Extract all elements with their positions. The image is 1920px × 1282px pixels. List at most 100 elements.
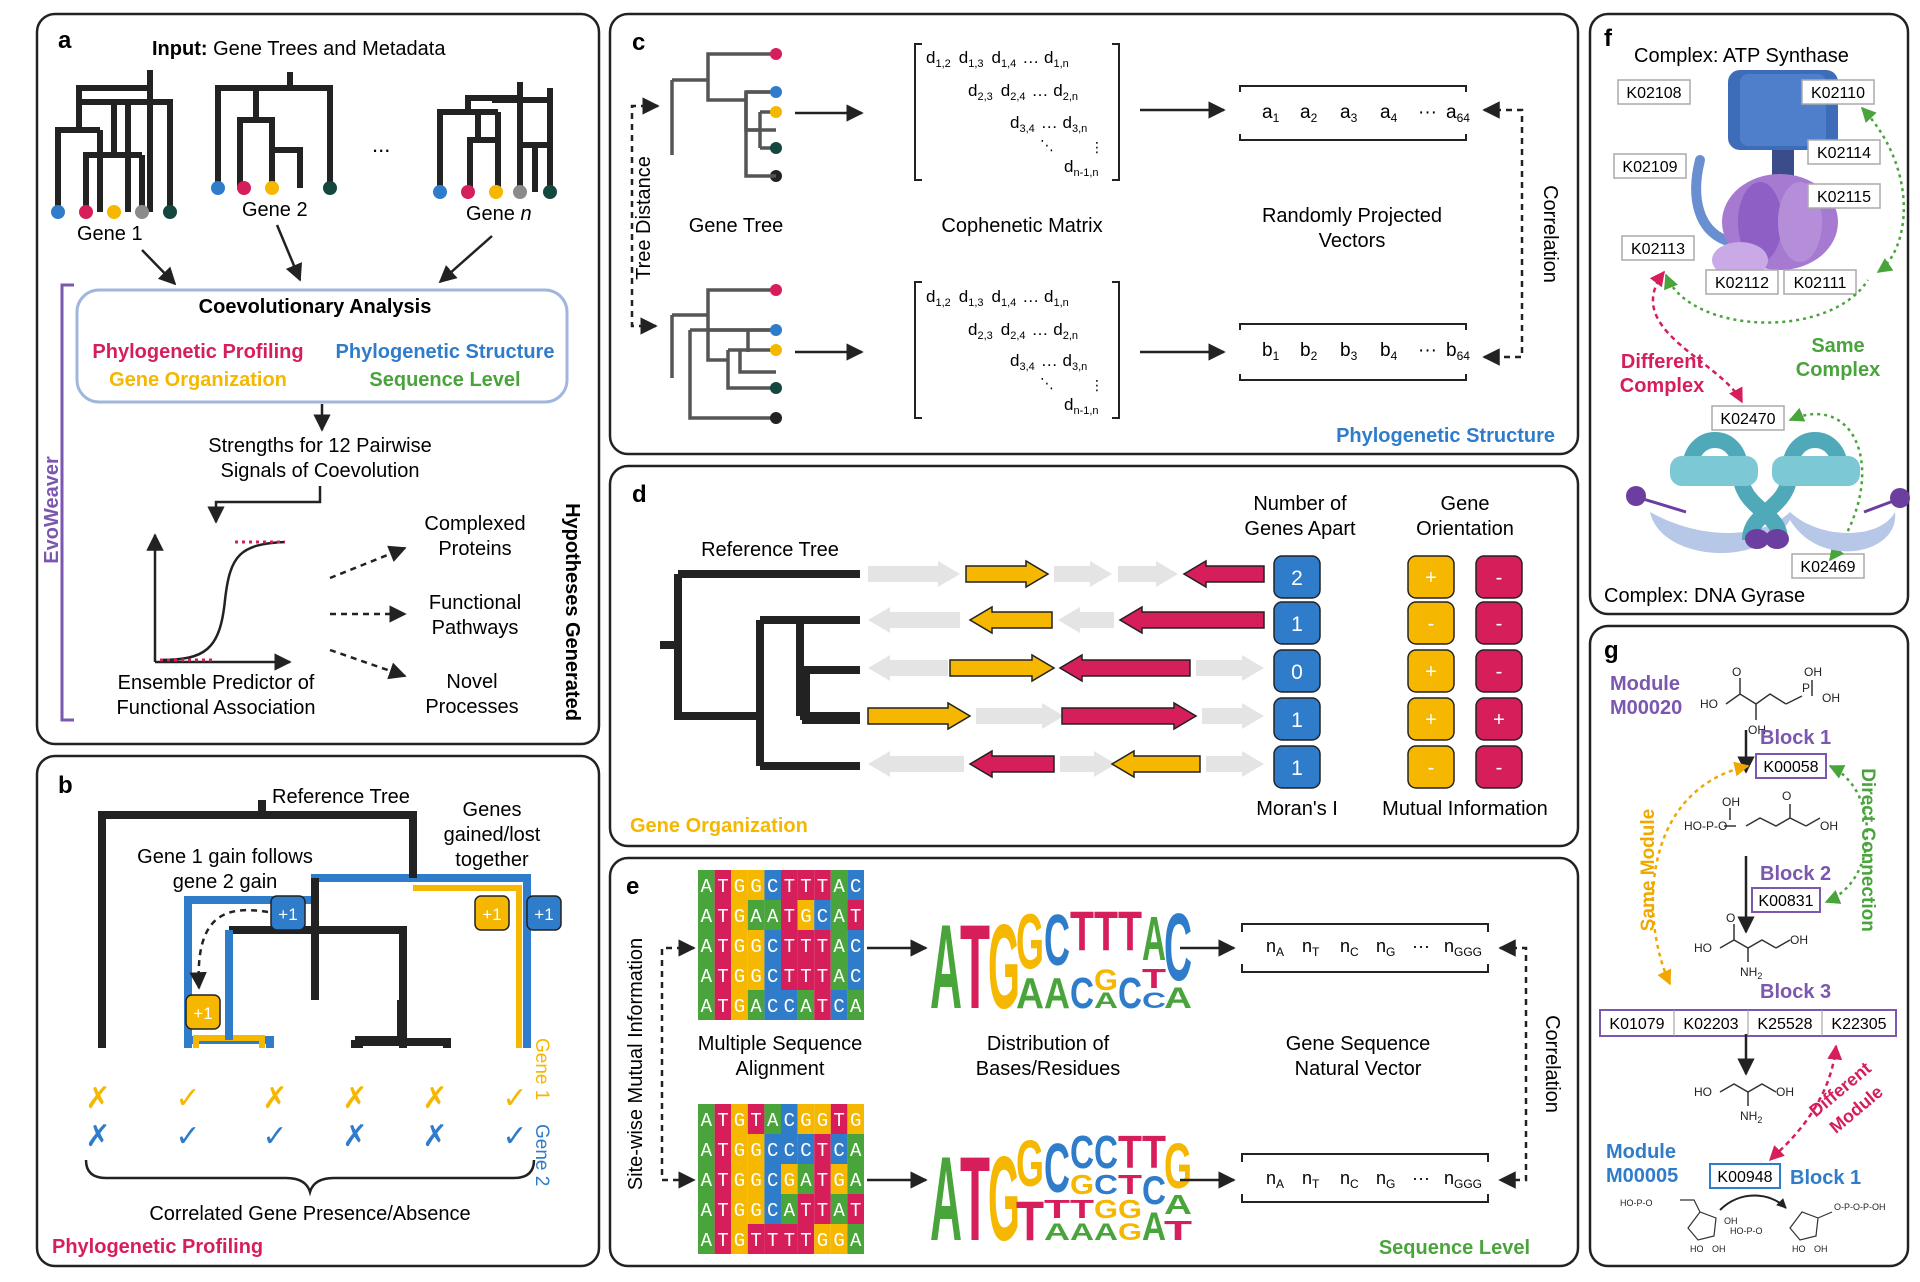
genes-l2: gained/lost	[444, 824, 541, 846]
msa-cell	[714, 1134, 732, 1164]
gene2-mark: ✗	[85, 1120, 110, 1153]
msa-base: A	[850, 1170, 862, 1192]
msa-base: G	[750, 936, 761, 958]
svg-text:A: A	[930, 900, 962, 1034]
orient-yellow-value: -	[1428, 613, 1435, 635]
vector-element: b4	[1380, 340, 1398, 363]
msa-base: G	[734, 1200, 745, 1222]
svg-text:d2,3d2,4… d2,n: d2,3d2,4… d2,n	[968, 81, 1078, 103]
msa-cell	[814, 900, 831, 930]
msa-base: A	[833, 936, 845, 958]
block3-k-label: K25528	[1757, 1016, 1812, 1033]
natural-vector-element: ···	[1412, 936, 1430, 956]
signal-pp: Phylogenetic Profiling	[92, 341, 303, 363]
panel-c-footer: Phylogenetic Structure	[1336, 425, 1555, 447]
ensemble-l1: Ensemble Predictor of	[118, 672, 315, 694]
out3-l1: Novel	[446, 671, 497, 693]
strengths-l1: Strengths for 12 Pairwise	[208, 435, 431, 457]
apart-box	[1273, 745, 1321, 789]
msa-cell	[830, 870, 848, 900]
apart-value: 1	[1291, 757, 1303, 780]
gene1-label: Gene 1	[77, 223, 143, 245]
orient-l2: Orientation	[1416, 518, 1514, 540]
natural-vector-element: nG	[1376, 1168, 1395, 1191]
gene1-vertical: Gene 1	[531, 1038, 552, 1100]
msa-cell	[830, 930, 848, 960]
msa-cell	[764, 1164, 781, 1194]
msa-base: C	[767, 1140, 778, 1162]
svg-text:T: T	[1044, 1194, 1070, 1224]
panel-b-frame	[35, 754, 601, 1268]
msa-cell	[747, 1194, 765, 1224]
msa-base: T	[750, 1230, 761, 1252]
svg-text:G: G	[1118, 1194, 1142, 1224]
msa-base: A	[850, 1140, 862, 1162]
msa-base: T	[833, 1110, 844, 1132]
msa-cell	[797, 990, 815, 1020]
correlated-label: Correlated Gene Presence/Absence	[149, 1203, 470, 1225]
svg-text:HO-P-O: HO-P-O	[1730, 1226, 1763, 1236]
panel-a: a Input: Gene Trees and Metadata Gene 1 …	[35, 12, 601, 746]
k-label-text: K02110	[1811, 85, 1865, 102]
molecule-2: HO-P-O OH O OH	[1684, 789, 1838, 833]
msa-base: C	[800, 1140, 811, 1162]
msa-cell	[731, 1194, 748, 1224]
gene-arrow	[1110, 749, 1201, 779]
msa-base: G	[750, 966, 761, 988]
msa-base: T	[817, 1140, 828, 1162]
msa-cell	[814, 1134, 831, 1164]
genen-label: Gene n	[466, 203, 532, 225]
svg-text:P: P	[1802, 681, 1810, 695]
strengths-l2: Signals of Coevolution	[220, 460, 419, 482]
msa-cell	[830, 960, 848, 990]
gene2-mark: ✗	[342, 1120, 367, 1153]
hypotheses-label: Hypotheses Generated	[561, 503, 583, 721]
k00831-label: K00831	[1758, 893, 1813, 910]
msa-cell	[830, 1104, 848, 1134]
orient-pink-box	[1475, 601, 1523, 645]
msa-cell	[781, 1134, 798, 1164]
msa-cell	[797, 1164, 815, 1194]
msa-cell	[797, 1134, 815, 1164]
msa-base: T	[717, 1200, 728, 1222]
k00831-box	[1751, 887, 1821, 913]
panel-b: b Reference Tree +1 +1 +1 +1 Gene 1 gain…	[35, 754, 601, 1268]
gene1-mark: ✗	[262, 1082, 287, 1115]
plus1-badge-blue-a: +1	[270, 895, 306, 931]
k-label-text: K02114	[1817, 145, 1871, 162]
orient-yellow-value: +	[1425, 661, 1437, 683]
msa-cell	[781, 930, 798, 960]
vector-element: a1	[1262, 102, 1280, 125]
presence-marks: ✗✓✗✗✗✓✗✓✓✗✗✓	[85, 1082, 527, 1153]
gene-arrow	[868, 561, 960, 587]
msa-base: T	[717, 1230, 728, 1252]
svg-text:A: A	[1164, 1189, 1192, 1220]
svg-text:O: O	[1726, 911, 1735, 925]
genes-l1: Genes	[463, 799, 522, 821]
out2-l2: Pathways	[432, 617, 519, 639]
msa-cell	[781, 870, 798, 900]
vector-element: a4	[1380, 102, 1398, 125]
k-label-text: K02470	[1720, 411, 1775, 428]
natural-vector-element: nGGG	[1444, 1168, 1482, 1191]
orient-yellow-box	[1407, 745, 1455, 789]
sequence-logo-top: A T G G A C A T C T G A T C A T C C A	[930, 894, 1192, 1034]
apart-box	[1273, 601, 1321, 645]
msa-base: T	[800, 1200, 811, 1222]
msa-base: C	[767, 1200, 778, 1222]
msa-base: T	[817, 876, 828, 898]
morans-label: Moran's I	[1256, 798, 1338, 820]
direct-connection-label: Direct Connection	[1857, 768, 1878, 932]
orient-yellow-box	[1407, 649, 1455, 693]
msa-base: A	[784, 1200, 796, 1222]
msa-cell	[764, 1194, 781, 1224]
msa-base: G	[817, 1110, 828, 1132]
random-l1: Randomly Projected	[1262, 205, 1442, 227]
msa-cell	[731, 930, 748, 960]
msa-cell	[847, 870, 864, 900]
msa-cell	[847, 1134, 864, 1164]
svg-text:A: A	[1016, 969, 1044, 1018]
svg-text:⋱: ⋱	[1040, 375, 1054, 391]
dist-l2: Bases/Residues	[976, 1058, 1121, 1080]
